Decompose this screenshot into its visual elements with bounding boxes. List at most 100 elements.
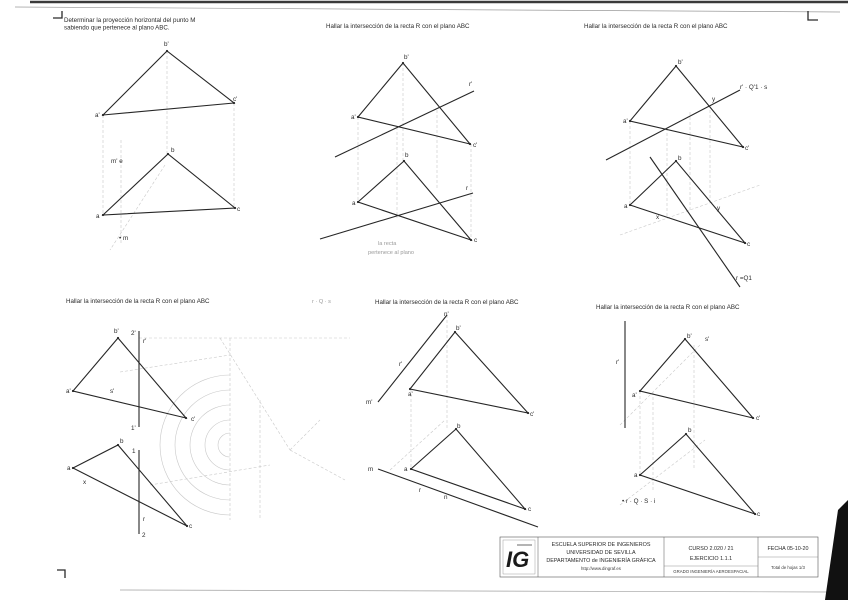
university-name: UNIVERSIDAD DE SEVILLA [566, 550, 636, 556]
exercise-label: EJERCICIO 1.1.1 [690, 556, 732, 562]
date-label: FECHA 05-10-20 [767, 546, 808, 552]
vertex-label: c [474, 237, 477, 244]
exercise-title: Determinar la proyección horizontal del … [64, 17, 195, 24]
vertex-label: b' [678, 59, 683, 66]
vertex-label: b [171, 147, 175, 154]
vertex-point [356, 115, 360, 119]
school-name: ESCUELA SUPERIOR DE INGENIEROS [552, 542, 651, 548]
construction-lines [619, 344, 706, 506]
plane-abc-plan [628, 160, 747, 245]
vertex-point [101, 113, 105, 117]
line-r [377, 468, 539, 528]
construction-lines [102, 51, 235, 251]
line-label: r =Q1 [736, 275, 752, 282]
vertex-label: c' [745, 145, 749, 152]
vertex-label: a [404, 466, 408, 473]
vertex-label: c [528, 506, 531, 513]
exercise-6: Hallar la intersección de la recta R con… [596, 304, 760, 518]
line-r [649, 156, 741, 288]
plane-abc-elevation [357, 62, 472, 145]
vertex-point [743, 241, 747, 245]
scan-edge-shadow [825, 500, 848, 600]
corner-mark-tr [807, 11, 818, 21]
vertex-point [71, 389, 75, 393]
point-label: 1 [132, 448, 136, 455]
vertex-label: a [634, 472, 638, 479]
construction-lines [357, 63, 472, 240]
vertex-label: c [747, 241, 750, 248]
exercise-title: Hallar la intersección de la recta R con… [326, 23, 470, 30]
plane-abc-elevation [638, 338, 755, 419]
point-label: m' [366, 399, 372, 406]
vertex-label: c' [473, 142, 477, 149]
vertex-point [165, 49, 169, 53]
pencil-note: r · Q · s [312, 299, 331, 305]
vertex-point [526, 411, 530, 415]
vertex-label: b' [164, 41, 169, 48]
construction-arc [217, 432, 231, 458]
university-logo: IG [502, 539, 536, 575]
vertex-point [628, 119, 632, 123]
plane-abc-elevation [72, 337, 188, 419]
vertex-label: b [688, 427, 692, 434]
vertex-point [684, 432, 688, 436]
vertex-point [674, 64, 678, 68]
title-block: IG ESCUELA SUPERIOR DE INGENIEROS UNIVER… [499, 536, 819, 578]
exercise-title: sabiendo que pertenece al plano ABC. [64, 25, 170, 32]
point-label: x [656, 214, 660, 221]
vertex-point [402, 159, 406, 163]
sheet-frame [14, 0, 848, 600]
vertex-label: a [352, 200, 356, 207]
plane-abc-plan [409, 428, 527, 511]
vertex-label: c' [530, 411, 534, 418]
construction-lines [619, 105, 761, 236]
vertex-point [116, 336, 120, 340]
exercise-4: Hallar la intersección de la recta R con… [66, 298, 350, 539]
vertex-point [453, 330, 457, 334]
vertex-point [683, 337, 687, 341]
line-r [605, 89, 741, 161]
vertex-point [523, 507, 527, 511]
vertex-point [751, 416, 755, 420]
point-label: x [83, 479, 87, 486]
point-label: m [368, 466, 373, 473]
exercise-title: Hallar la intersección de la recta R con… [66, 298, 210, 305]
line-label: r' [399, 361, 402, 368]
department-url: http://www.dingraf.es [581, 566, 621, 571]
vertex-point [409, 467, 413, 471]
exercise-3: Hallar la intersección de la recta R con… [584, 23, 767, 288]
line-label: r' [616, 359, 619, 366]
point-label: • r · Q · S · i [622, 498, 655, 505]
vertex-point [356, 200, 360, 204]
plane-abc-plan [356, 160, 473, 242]
vertex-label: a [67, 465, 71, 472]
department-name: DEPARTAMENTO de INGENIERÍA GRÁFICA [546, 557, 656, 564]
vertex-point [116, 443, 120, 447]
vertex-label: b [457, 423, 461, 430]
vertex-label: a' [351, 114, 356, 121]
vertex-label: a' [408, 391, 413, 398]
vertex-label: a' [632, 392, 637, 399]
vertex-point [638, 389, 642, 393]
line-label: r [466, 185, 468, 192]
vertex-label: c [237, 206, 240, 213]
vertex-point [233, 206, 237, 210]
vertex-label: b' [404, 54, 409, 61]
vertex-label: c' [191, 416, 195, 423]
point-label: 2 [142, 532, 146, 539]
point-label: m' e [111, 158, 123, 165]
plane-abc-plan [638, 433, 757, 516]
vertex-label: b [120, 438, 124, 445]
vertex-label: c [757, 511, 760, 518]
exercise-title: Hallar la intersección de la recta R con… [596, 304, 740, 311]
exercise-5: Hallar la intersección de la recta R con… [366, 299, 539, 528]
plane-abc-elevation [409, 331, 530, 414]
point-label: s' [110, 388, 114, 395]
vertex-point [674, 159, 678, 163]
vertex-label: c' [233, 96, 237, 103]
line-r [319, 192, 474, 240]
corner-mark-bl [57, 569, 66, 578]
construction-arc [159, 374, 231, 516]
line-label: r' [469, 81, 472, 88]
corner-mark-tl [53, 11, 63, 19]
